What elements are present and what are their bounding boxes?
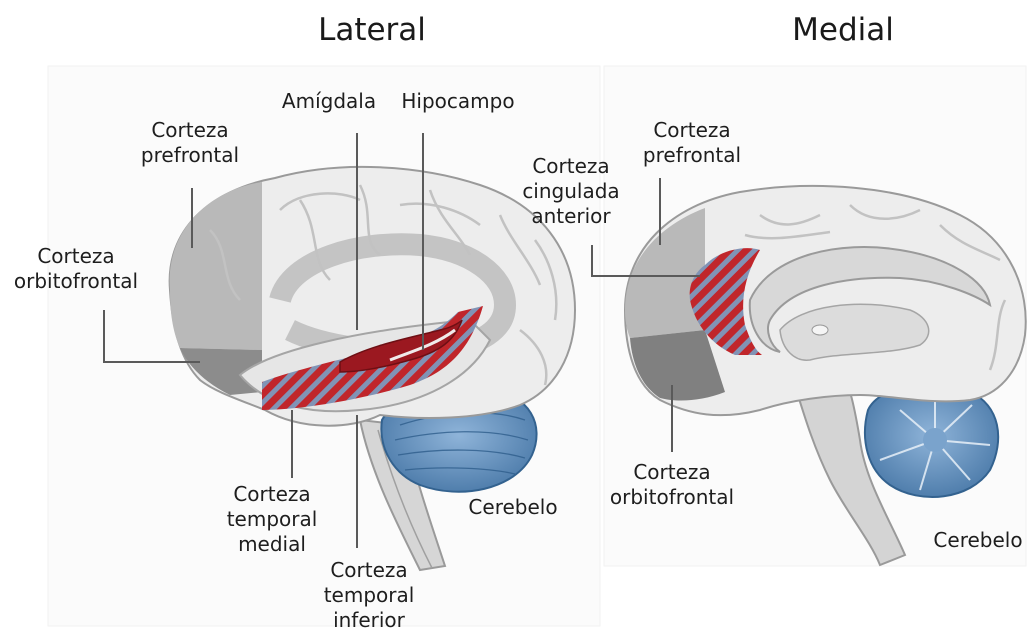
label-lateral-orbitofrontal: Corteza orbitofrontal bbox=[2, 244, 150, 294]
label-medial-prefrontal: Corteza prefrontal bbox=[630, 118, 754, 168]
label-medial-anterior-cingulate: Corteza cingulada anterior bbox=[512, 154, 630, 229]
label-lateral-medial-temporal: Corteza temporal medial bbox=[213, 482, 331, 557]
label-lateral-inferior-temporal: Corteza temporal inferior bbox=[310, 558, 428, 633]
label-amygdala: Amígdala bbox=[282, 89, 376, 113]
title-medial: Medial bbox=[792, 12, 894, 48]
label-medial-cerebellum: Cerebelo bbox=[933, 528, 1022, 552]
label-lateral-prefrontal: Corteza prefrontal bbox=[128, 118, 252, 168]
label-medial-orbitofrontal: Corteza orbitofrontal bbox=[598, 460, 746, 510]
title-lateral: Lateral bbox=[318, 12, 426, 48]
label-hippocampus: Hipocampo bbox=[401, 89, 514, 113]
label-lateral-cerebellum: Cerebelo bbox=[468, 495, 557, 519]
